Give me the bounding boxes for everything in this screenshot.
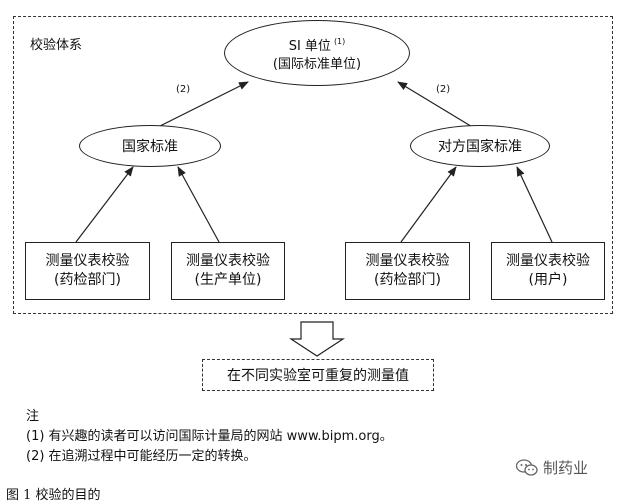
calibration-box-1: 测量仪表校验 (药检部门)	[25, 242, 150, 300]
si-footnote-mark: (1)	[333, 36, 346, 46]
result-label: 在不同实验室可重复的测量值	[227, 368, 409, 384]
notes-section: 注 (1) 有兴趣的读者可以访问国际计量局的网站 www.bipm.org。 (…	[26, 407, 393, 467]
arrow-box3-to-counterpart	[400, 166, 457, 243]
box-subtitle: (用户)	[528, 272, 568, 288]
national-standard-node: 国家标准	[79, 125, 221, 167]
note-item-2: (2) 在追溯过程中可能经历一定的转换。	[26, 449, 257, 464]
result-box: 在不同实验室可重复的测量值	[202, 359, 434, 391]
national-standard-label: 国家标准	[122, 139, 178, 155]
counterpart-standard-label: 对方国家标准	[438, 139, 522, 155]
frame-label: 校验体系	[30, 38, 83, 53]
arrow-counterpart-to-si	[397, 81, 475, 129]
box-subtitle: (生产单位)	[194, 272, 262, 288]
box-title: 测量仪表校验	[506, 253, 590, 269]
box-title: 测量仪表校验	[45, 253, 130, 269]
calibration-box-2: 测量仪表校验 (生产单位)	[171, 242, 285, 300]
down-block-arrow	[288, 321, 346, 357]
calibration-box-4: 测量仪表校验 (用户)	[491, 242, 605, 300]
figure-caption: 图 1 校验的目的	[6, 488, 101, 503]
watermark-text: 制药业	[543, 459, 589, 477]
calibration-box-3: 测量仪表校验 (药检部门)	[345, 242, 470, 300]
arrow-label-right: (2)	[436, 84, 451, 95]
si-subtitle: (国际标准单位)	[272, 56, 362, 72]
box-subtitle: (药检部门)	[374, 272, 441, 288]
arrow-box2-to-national	[177, 166, 220, 243]
watermark: 制药业	[516, 457, 588, 478]
note-item-1: (1) 有兴趣的读者可以访问国际计量局的网站 www.bipm.org。	[26, 429, 393, 444]
calibration-system-frame	[13, 16, 613, 314]
si-unit-node: SI 单位(1) (国际标准单位)	[224, 20, 410, 86]
box-subtitle: (药检部门)	[54, 272, 121, 288]
arrow-national-to-si	[155, 81, 249, 129]
box-title: 测量仪表校验	[186, 253, 270, 269]
arrow-box1-to-national	[75, 166, 134, 243]
box-title: 测量仪表校验	[365, 253, 450, 269]
arrow-box4-to-counterpart	[516, 166, 553, 243]
wechat-icon	[516, 458, 538, 476]
counterpart-standard-node: 对方国家标准	[410, 125, 550, 167]
notes-heading: 注	[26, 409, 40, 424]
si-title: SI 单位	[288, 38, 331, 54]
arrow-label-left: (2)	[176, 84, 191, 95]
